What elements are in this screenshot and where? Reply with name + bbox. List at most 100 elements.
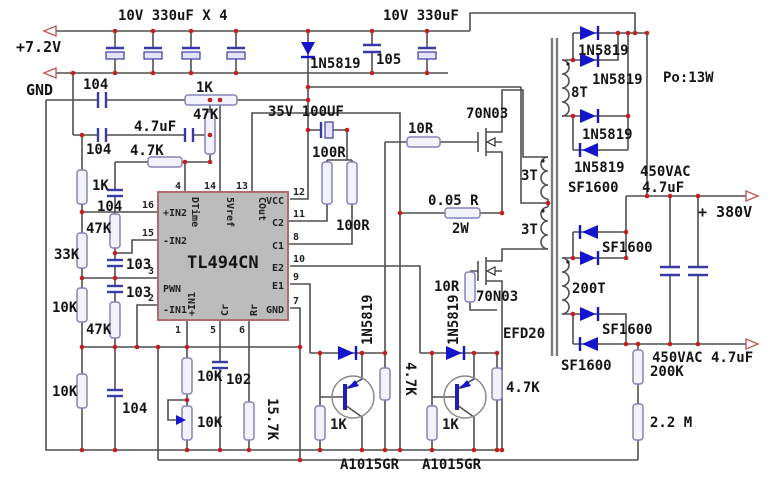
resistor-10k-b [76,373,88,409]
cap-104-h2 [96,128,108,142]
pin-label-in2n: -IN2 [163,236,187,247]
outcap-rating-bottom: 450VAC 4.7uF [652,350,753,366]
sense-label: 0.05 R [428,193,479,209]
out-cap-a [660,265,680,277]
rect-d1-label: 1N5819 [578,43,629,59]
rect-d3-label: 1N5819 [582,127,633,143]
pin-num-8: 8 [293,232,299,243]
pot-10k-label: 10K [197,415,223,431]
gnd-label: GND [26,81,53,99]
pin-label-vcc: VCC [266,196,284,207]
left-c103a-label: 103 [126,257,151,273]
r10a-label: 10R [408,121,434,137]
vcc-cap-100uf [319,121,334,139]
ic-part-label: TL494CN [187,253,259,273]
vout-terminal-arrow [745,189,760,203]
vcc-cap-label: 35V 100UF [268,104,344,120]
cap-103-a [107,258,123,268]
resistor-10k-osc [181,357,193,395]
sf2-label: SF1600 [602,240,653,256]
resistor-10r-a [406,136,441,148]
cap-4u7 [183,128,195,142]
resistor-47k-a [109,213,121,249]
capacitors [96,43,708,398]
left-r47ka-label: 47K [86,221,112,237]
drv-r1kb-label: 1K [442,417,459,433]
left-c104-label: 104 [97,199,122,215]
diode-sf1600-2 [580,251,600,265]
pin-num-10: 10 [293,254,305,265]
po-label: Po:13W [663,70,714,86]
left-c103b-label: 103 [126,285,151,301]
pin-num-4: 4 [175,181,181,192]
diodes [301,26,600,360]
resistor-47k-b [109,301,121,339]
qa-label: A1015GR [340,457,400,473]
diode-rect-3 [580,109,600,123]
left-r47kb-label: 47K [86,322,112,338]
cap-105 [363,43,381,54]
c102-label: 102 [226,372,251,388]
pin-num-12: 12 [293,187,305,198]
pin-label-dtime: DTime [189,197,201,227]
resistor-33k [76,232,88,269]
left-r10kb-label: 10K [52,384,78,400]
r15k7-label: 15.7K [264,398,280,441]
aux-cap-330uf [417,46,437,60]
bulk-cap-4 [226,46,246,60]
drv-da-label: 1N5819 [360,294,376,345]
pin-num-13: 13 [236,181,248,192]
outcap-rating-l2: 4.7uF [642,180,684,196]
pin-label-gnd: GND [266,305,284,316]
transistor-a1015-b [443,375,487,419]
resistor-200k [632,349,644,385]
pin-num-11: 11 [293,209,305,220]
outcap-rating-l1: 450VAC [640,164,691,180]
pin-num-1: 1 [175,325,181,336]
fet-a-label: 70N03 [466,106,508,122]
pin-num-14: 14 [204,181,216,192]
diode-drv-a-1n5819 [338,346,358,360]
diode-rect-2 [580,53,600,67]
left-c104b-label: 104 [122,401,147,417]
pin-label-c2: C2 [272,218,284,229]
drv-r4k7b-label: 4.7K [506,380,540,396]
aux-cap-label: 10V 330uF [383,8,459,24]
pin-label-pwn: PWN [163,284,181,295]
sf3-label: SF1600 [602,322,653,338]
winding-8t-label: 8T [571,85,588,101]
cap-104-bottom [107,388,123,398]
cap-104-left [107,188,123,198]
junction-dots [70,28,701,463]
vout-label: + 380V [698,203,752,221]
pin-label-in1n: -IN1 [163,305,187,316]
transistor-a1015-a [331,375,375,419]
pin-num-2: 2 [148,293,154,304]
bulk-cap-1 [105,46,125,60]
pin-num-5: 5 [210,325,216,336]
r10b-label: 10R [434,279,460,295]
diode-sf1600-3 [580,307,600,321]
pin-label-cr: Cr [220,304,231,316]
rect-d4-label: 1N5819 [574,160,625,176]
winding-3t-b-label: 3T [521,222,538,238]
qb-label: A1015GR [422,457,482,473]
cap-104-h1 [96,92,108,108]
pin-num-3: 3 [148,266,154,277]
winding-3t-a-label: 3T [521,168,538,184]
vin-terminal-arrow [42,24,57,38]
pin-label-e2: E2 [272,263,284,274]
resistor-1k-drv-a [314,405,326,441]
ea-r1k-label: 1K [196,80,213,96]
diode-drv-b-1n5819 [446,346,466,360]
r100b-label: 100R [336,218,370,234]
pin-label-rr: Rr [249,304,260,316]
c104-h2-label: 104 [86,142,111,158]
osc-r10k-label: 10K [197,369,223,385]
ic-tl494cn: TL494CN 16 +IN2 15 -IN2 3 PWN 2 -IN1 4 D… [142,181,305,336]
pin-label-in2p: +IN2 [163,208,187,219]
cap-103-b [107,284,123,294]
transformer-efd20 [540,38,570,356]
c105-label: 105 [376,52,401,68]
